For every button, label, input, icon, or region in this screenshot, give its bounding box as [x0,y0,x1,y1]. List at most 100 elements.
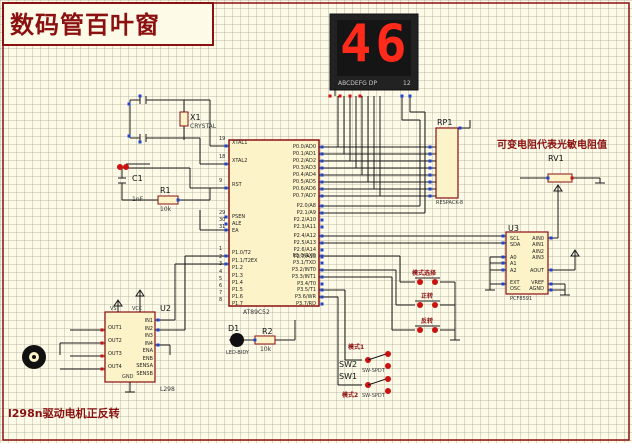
d1-value: LED-BIDY [226,350,249,356]
pin-dot [328,94,332,98]
r2-body [254,335,276,345]
mcu-left-pin: P1.2 [232,265,243,271]
pin-dots [100,94,574,371]
mcu-left-pin: P1.6 [232,294,243,300]
r2-ref: R2 [262,327,273,336]
pin-dot [320,152,324,156]
pin-dot [156,318,160,322]
pin-dot [320,302,324,306]
mcu-body [228,139,320,307]
pin-dot [458,126,462,130]
u3-right-pin: AIN0 [532,236,544,242]
u3-right-pin: AIN1 [532,242,544,249]
mcu-right-pin: P3.7/RD [296,301,316,307]
pin-dot [127,134,131,138]
u2-ref: U2 [160,304,171,313]
mcu-left-pin-number: 8 [219,297,223,303]
u3-right-pin: AOUT [530,267,544,274]
pin-dot [549,268,553,272]
pin-dot [320,268,324,272]
u3-left-pin: EXT [510,280,520,287]
reset-button [117,163,150,170]
pin-dot [100,328,104,332]
mcu-right-pin: P3.6/WR [294,294,316,300]
mcu-left-pin: RST [232,182,242,188]
u3-left-pin: A1 [510,261,517,268]
pin-dot [320,275,324,279]
rp1-body [435,127,459,199]
r2-value: 10k [260,346,272,353]
pin-dot [408,94,412,98]
pin-dot [224,254,228,258]
btn-mode-label: 模式选择 [412,270,437,277]
pin-dot [320,166,324,170]
u2-part: L298 [160,386,175,393]
pin-dot [428,194,432,198]
mcu-right-pin: P3.2/INT0 [291,267,316,273]
mcu-left-pin-number: 6 [219,283,223,289]
pin-dot [224,222,228,226]
u2-right-pin: IN3 [144,333,153,339]
mcu-left-pin: EA [232,228,239,234]
sw1-value: SW-SPDT [362,393,385,399]
pin-dot [400,94,404,98]
mcu-right-pin: P3.4/T0 [297,281,316,287]
mcu-right-pin: P3.3/INT1 [291,274,316,280]
sw1-label: 模式2 [342,392,359,399]
pin-dot [549,236,553,240]
u3-left-pin: A0 [510,254,517,261]
mcu-left-pin-number: 31 [219,224,226,230]
pin-dot [156,328,160,332]
seven-segment-value: 46 [340,14,411,74]
pin-dot [176,198,180,202]
u2-vcc: VCC [132,306,143,312]
pin-dot [224,162,228,166]
u2-vs: VS [110,306,117,312]
mcu-left-pin-number: 9 [219,178,223,184]
mcu-right-pin: P3.1/TXD [293,260,316,266]
pin-dot [549,282,553,286]
mcu-right-pin: P2.3/A11 [293,224,316,230]
display-pin-numbers: 12 [403,80,411,87]
note-light-sensor: 可变电阻代表光敏电阻值 [497,140,607,151]
r1-value: 10k [160,206,172,213]
u3-right-pin: AIN2 [532,248,544,255]
pin-dot [320,173,324,177]
pin-dot [224,144,228,148]
pin-dot [570,176,574,180]
c1-ref: C1 [132,174,143,183]
u2-right-pin: IN4 [144,340,153,347]
pin-dot [338,94,342,98]
btn-forward-label: 正转 [421,293,434,300]
pin-dot [428,180,432,184]
button-mode-select [415,277,440,285]
pin-dot [138,94,142,98]
u3-right-pin: AIN3 [532,254,544,261]
pin-dot [156,343,160,347]
mcu-right-pin: P0.1/AD1 [292,151,316,157]
pin-dot [320,225,324,229]
pin-dot [320,295,324,299]
mcu-right-pin: P0.4/AD4 [292,172,316,178]
pin-dot [100,354,104,358]
mcu-left-pin: P1.3 [232,273,243,279]
d1-ref: D1 [228,324,240,333]
led-d1 [230,333,244,347]
mcu-left-pin-number: 7 [219,290,223,296]
u2-left-pin: OUT2 [108,338,122,344]
button-reverse [415,325,440,333]
pin-dot [320,180,324,184]
pin-dot [320,187,324,191]
mcu-right-pin: P2.1/A9 [296,210,316,216]
x1-value: CRYSTAL [190,123,217,130]
pin-dot [224,186,228,190]
mcu-left-pin-number: 5 [219,276,223,282]
pin-dot [320,194,324,198]
page-title: 数码管百叶窗 [10,10,160,39]
rp1-value: RESPACK-8 [436,200,464,206]
pin-dot [546,176,550,180]
mcu-right-pin: P0.2/AD2 [292,158,316,164]
pin-dot [127,102,131,106]
u2-right-pin: SENSA [136,363,153,369]
